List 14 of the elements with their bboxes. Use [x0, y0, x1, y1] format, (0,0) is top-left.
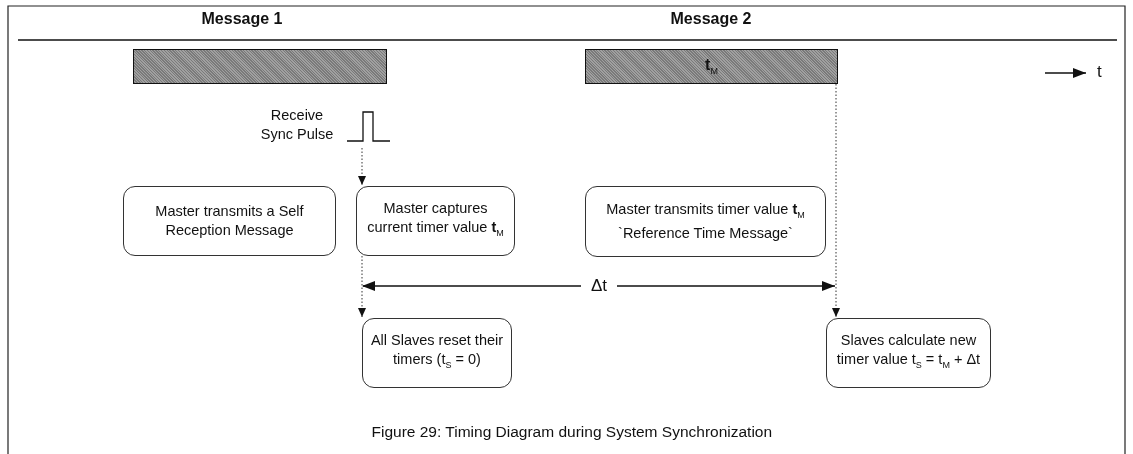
process-box: Slaves calculate new timer value t$_{S}$ = t$_{M}$ + Δt: [826, 318, 991, 388]
process-box: Master transmits a Self Reception Message: [123, 186, 336, 256]
message-heading: Message 1: [201, 10, 283, 28]
signal-label: Receive Sync Pulse: [259, 106, 335, 144]
message-heading: Message 2: [670, 10, 752, 28]
dotted-arrow: [832, 83, 840, 318]
dotted-arrow: [358, 147, 366, 186]
figure-caption: Figure 29: Timing Diagram during System Synchronization: [371, 423, 773, 441]
process-box: Master captures current timer value t$_{M}$: [356, 186, 515, 256]
process-box: All Slaves reset their timers (t$_{S}$ = 0): [362, 318, 512, 388]
axis-label: t: [1097, 62, 1102, 82]
dotted-arrow: [358, 255, 366, 318]
bar-label: t$_{M}$: [705, 56, 718, 77]
process-box: Master transmits timer value t$_{M}$ `Reference Time Message`: [585, 186, 826, 257]
